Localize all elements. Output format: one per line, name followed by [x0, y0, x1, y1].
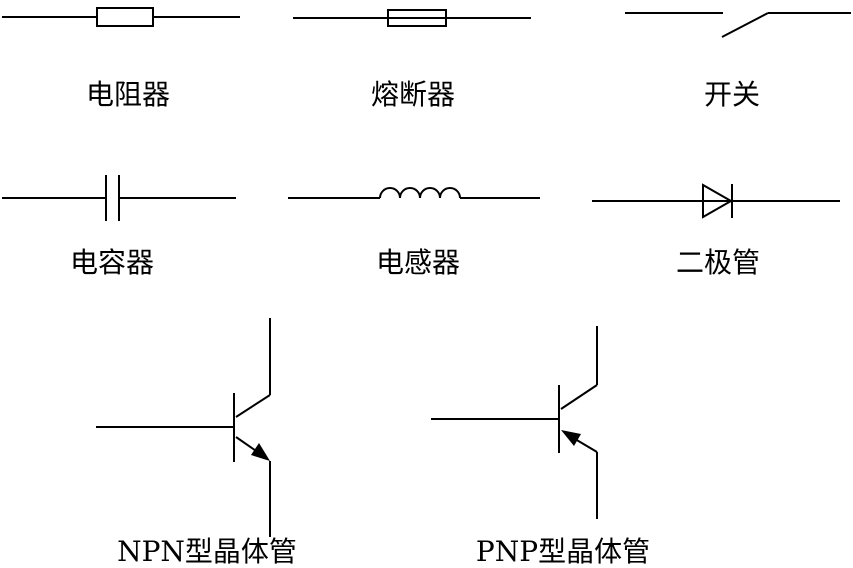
diode-label: 二极管	[676, 246, 760, 279]
switch-label: 开关	[704, 78, 760, 111]
pnp-transistor-label: PNP型晶体管	[476, 535, 650, 568]
resistor-symbol	[2, 7, 240, 27]
pnp-transistor-symbol	[431, 326, 598, 519]
inductor-label: 电感器	[376, 246, 460, 279]
resistor-label: 电阻器	[86, 78, 170, 111]
fuse-label: 熔断器	[371, 78, 455, 111]
npn-transistor-label: NPN型晶体管	[117, 535, 297, 568]
inductor-symbol	[288, 187, 540, 199]
npn-transistor-symbol	[96, 318, 271, 537]
pnp-emitter-arrow	[561, 430, 581, 446]
switch-symbol	[625, 12, 851, 38]
diode-symbol	[592, 183, 840, 219]
npn-emitter-arrow	[251, 443, 270, 461]
capacitor-label: 电容器	[70, 246, 154, 279]
fuse-symbol	[293, 9, 531, 27]
capacitor-symbol	[2, 175, 236, 221]
